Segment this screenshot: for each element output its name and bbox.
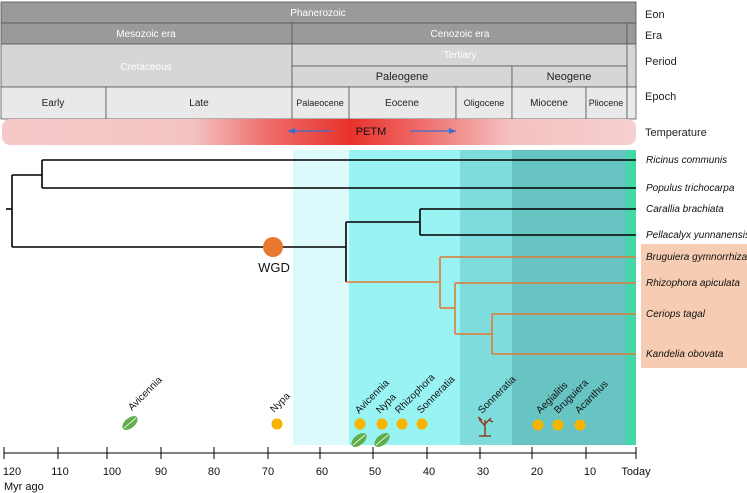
period-end-cell: [626, 43, 637, 88]
taxon-label: Ceriops tagal: [646, 309, 706, 320]
era-end-cell: [626, 22, 637, 45]
taxon-label: Ricinus communis: [646, 155, 727, 166]
fossil-label: Avicennia: [126, 375, 165, 414]
fossil-dot: [354, 418, 366, 430]
eocene-band: [349, 150, 460, 445]
fossil-dot: [532, 419, 544, 431]
mesozoic-label: Mesozoic era: [116, 29, 176, 40]
miocene-band: [512, 150, 626, 445]
row-label-era: Era: [645, 30, 663, 42]
petm-label: PETM: [356, 126, 387, 138]
taxon-label: Rhizophora apiculata: [646, 278, 740, 289]
tick-label: 80: [208, 466, 220, 478]
neogene-label: Neogene: [547, 71, 592, 83]
tree-mangrove-branches: [346, 256, 636, 355]
paleogene-label: Paleogene: [376, 71, 429, 83]
tick-label: 100: [103, 466, 121, 478]
epoch-eocene-label: Eocene: [385, 98, 419, 109]
fossil-dot: [416, 418, 428, 430]
fossil-dot: [396, 418, 408, 430]
taxon-label: Kandelia obovata: [646, 349, 724, 360]
palaeocene-cell: [291, 86, 350, 120]
axis-unit-label: Myr ago: [4, 481, 44, 493]
fossil-dot: [574, 419, 586, 431]
palaeocene-band: [293, 150, 349, 445]
wgd-marker: [263, 237, 283, 257]
leaf-icon: [374, 433, 390, 447]
pliocene-cell: [585, 86, 628, 120]
row-label-eon: Eon: [645, 9, 665, 21]
tick-label: 10: [584, 466, 596, 478]
leaf-icon: [351, 433, 367, 447]
leaf-icon: [122, 416, 138, 430]
epoch-oligocene-label: Oligocene: [464, 98, 505, 108]
wgd-label: WGD: [258, 260, 290, 275]
tick-label: 20: [531, 466, 543, 478]
fossil-dot: [271, 418, 283, 430]
row-label-epoch: Epoch: [645, 91, 676, 103]
tick-label: 60: [316, 466, 328, 478]
tick-label: 90: [155, 466, 167, 478]
eocene-cell: [348, 86, 457, 120]
temperature-bar: [2, 119, 636, 145]
tick-label: 30: [477, 466, 489, 478]
cretaceous-label: Cretaceous: [120, 62, 171, 73]
tick-label: 70: [262, 466, 274, 478]
tick-label: Today: [621, 466, 651, 478]
epoch-pliocene-label: Pliocene: [589, 98, 624, 108]
fossil-dot: [552, 419, 564, 431]
epoch-end-cell: [626, 86, 637, 120]
taxon-label: Bruguiera gymnorrhiza: [646, 252, 747, 263]
late-cell: [105, 86, 293, 120]
petm-arrowhead-right: [449, 128, 456, 134]
tick-label: 40: [423, 466, 435, 478]
fossil-dot: [376, 418, 388, 430]
taxon-label: Pellacalyx yunnanensis: [646, 230, 747, 241]
row-label-period: Period: [645, 56, 677, 68]
tree-black-branches: [6, 159, 636, 282]
taxon-label: Populus trichocarpa: [646, 183, 735, 194]
epoch-palaeocene-label: Palaeocene: [296, 98, 344, 108]
petm-arrowhead-left: [288, 128, 295, 134]
miocene-cell: [511, 86, 587, 120]
tick-label: 120: [3, 466, 21, 478]
epoch-miocene-label: Miocene: [530, 98, 568, 109]
time-axis-ticks: [3, 447, 637, 459]
taxon-label: Carallia brachiata: [646, 204, 724, 215]
epoch-early-label: Early: [42, 98, 65, 109]
tick-label: 110: [51, 466, 69, 478]
tree-icon: [477, 416, 494, 437]
eon-label: Phanerozoic: [290, 8, 346, 19]
oligocene-band: [460, 150, 512, 445]
tick-label: 50: [369, 466, 381, 478]
mangrove-highlight-box: [641, 244, 747, 368]
pliocene-band: [626, 150, 636, 445]
tertiary-label: Tertiary: [444, 50, 477, 61]
cenozoic-label: Cenozoic era: [431, 29, 490, 40]
row-label-temperature: Temperature: [645, 127, 707, 139]
epoch-late-label: Late: [189, 98, 209, 109]
cretaceous-cell: [0, 43, 293, 88]
fossil-label: Nypa: [268, 391, 293, 416]
